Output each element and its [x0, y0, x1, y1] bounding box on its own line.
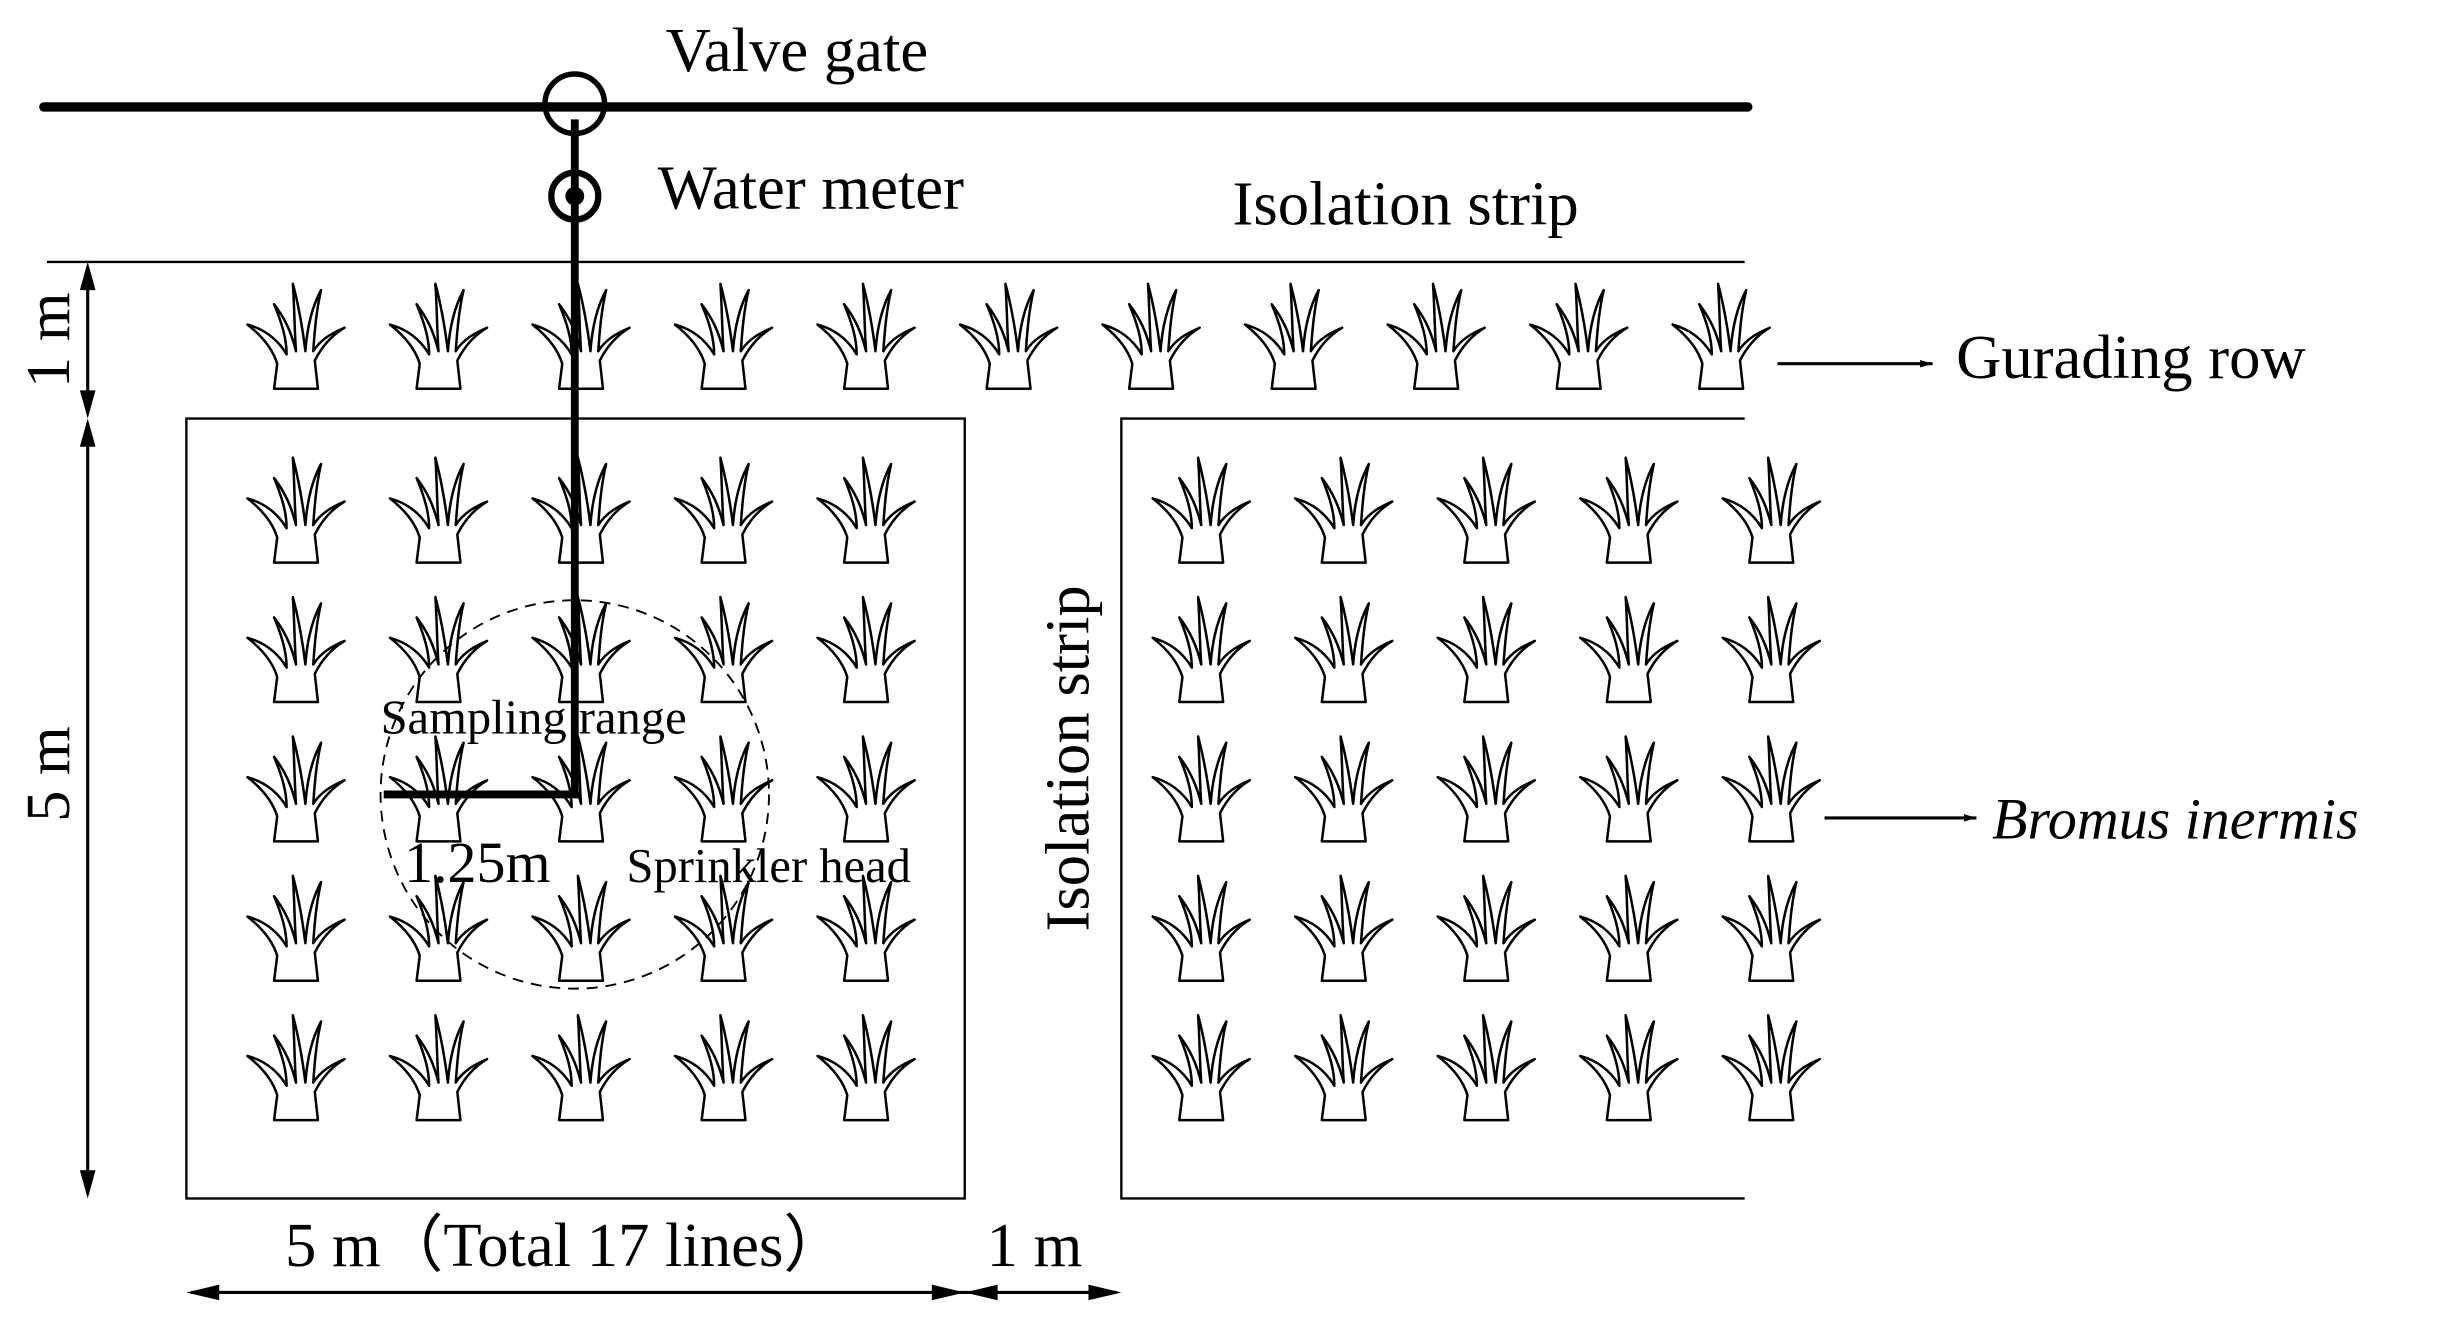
grass-plant-icon [246, 282, 346, 391]
grass-plant-icon [816, 735, 916, 843]
grass-plant-icon [1578, 874, 1679, 983]
guarding-row-label: Gurading row [1956, 322, 2306, 392]
grass-plant-icon [246, 874, 346, 983]
grass-plant-icon [388, 595, 489, 704]
grass-plant-icon [1151, 456, 1252, 564]
grass-plant-icon [673, 1013, 774, 1122]
isolation-strip-vertical-label: Isolation strip [1032, 585, 1102, 931]
grass-plant-icon [1243, 282, 1344, 391]
grass-plant-icon [246, 735, 346, 843]
valve-gate-label: Valve gate [666, 15, 929, 85]
grass-plant-icon [1721, 1013, 1822, 1122]
dim-bottom-plot-label: 5 m（Total 17 lines） [285, 1210, 846, 1280]
isolation-strip-top-label: Isolation strip [1233, 168, 1579, 238]
grass-plant-icon [1436, 595, 1537, 704]
grass-plant-icon [1151, 1013, 1252, 1122]
dim-left-top-arrowhead-down [79, 390, 96, 419]
grass-plant-icon [1721, 874, 1822, 983]
dim-bottom-arrowhead-left [186, 1284, 220, 1301]
grass-plant-icon [1578, 735, 1679, 843]
guarding-row [246, 282, 1771, 391]
grass-plant-icon [1293, 874, 1394, 983]
grass-plant-icon [531, 282, 631, 391]
left-plot-plants [246, 456, 916, 1122]
grass-plant-icon [1436, 874, 1537, 983]
grass-plant-icon [1671, 282, 1771, 391]
grass-plant-icon [1436, 1013, 1537, 1122]
dim-bottom-arrowhead-mid-left [931, 1284, 965, 1301]
grass-plant-icon [816, 595, 916, 704]
grass-plant-icon [1293, 595, 1394, 704]
dim-left-plot-arrowhead-down [79, 1170, 96, 1199]
grass-plant-icon [673, 456, 774, 564]
grass-plant-icon [388, 456, 489, 564]
sampling-range-label: Sampling range [381, 690, 687, 744]
sprinkler-radius-label: 1.25m [404, 830, 550, 895]
grass-plant-icon [388, 1013, 489, 1122]
grass-plant-icon [1578, 456, 1679, 564]
grass-plant-icon [1386, 282, 1486, 391]
grass-plant-icon [1578, 595, 1679, 704]
grass-plant-icon [1436, 735, 1537, 843]
sprinkler-head-label: Sprinkler head [626, 839, 910, 893]
grass-plant-icon [816, 282, 916, 391]
grass-plant-icon [1528, 282, 1629, 391]
grass-plant-icon [531, 595, 631, 704]
dim-left-plot-label: 5 m [13, 726, 83, 822]
grass-plant-icon [958, 282, 1059, 391]
dim-left-plot-arrowhead-up [79, 418, 96, 447]
grass-plant-icon [388, 735, 489, 843]
right-plot-plants [1151, 456, 1822, 1122]
grass-plant-icon [531, 1013, 631, 1122]
grass-plant-icon [246, 595, 346, 704]
grass-plant-icon [1721, 595, 1822, 704]
grass-plant-icon [673, 735, 774, 843]
dim-bottom-arrowhead-mid-right [964, 1284, 998, 1301]
water-meter-label: Water meter [658, 153, 964, 223]
grass-plant-icon [531, 735, 631, 843]
grass-plant-icon [388, 282, 489, 391]
grass-plant-icon [1721, 735, 1822, 843]
right-plot [1120, 417, 1745, 1200]
grass-plant-icon [1578, 1013, 1679, 1122]
species-label: Bromus inermis [1992, 786, 2358, 851]
dim-bottom-arrowhead-right [1088, 1284, 1122, 1301]
grass-plant-icon [1293, 735, 1394, 843]
dim-left-top-arrowhead-up [79, 261, 96, 291]
grass-plant-icon [816, 1013, 916, 1122]
grass-plant-icon [673, 282, 774, 391]
grass-plant-icon [531, 456, 631, 564]
grass-plant-icon [1151, 874, 1252, 983]
grass-plant-icon [673, 595, 774, 704]
grass-plant-icon [1101, 282, 1201, 391]
dim-left-top-label: 1 m [13, 292, 83, 388]
grass-plant-icon [1293, 456, 1394, 564]
grass-plant-icon [1721, 456, 1822, 564]
sub-pipe [383, 119, 579, 799]
grass-plant-icon [246, 1013, 346, 1122]
grass-plant-icon [1151, 595, 1252, 704]
grass-plant-icon [246, 456, 346, 564]
dim-bottom-gap-label: 1 m [987, 1210, 1083, 1280]
grass-plant-icon [816, 456, 916, 564]
grass-plant-icon [1151, 735, 1252, 843]
grass-plant-icon [1293, 1013, 1394, 1122]
grass-plant-icon [1436, 456, 1537, 564]
